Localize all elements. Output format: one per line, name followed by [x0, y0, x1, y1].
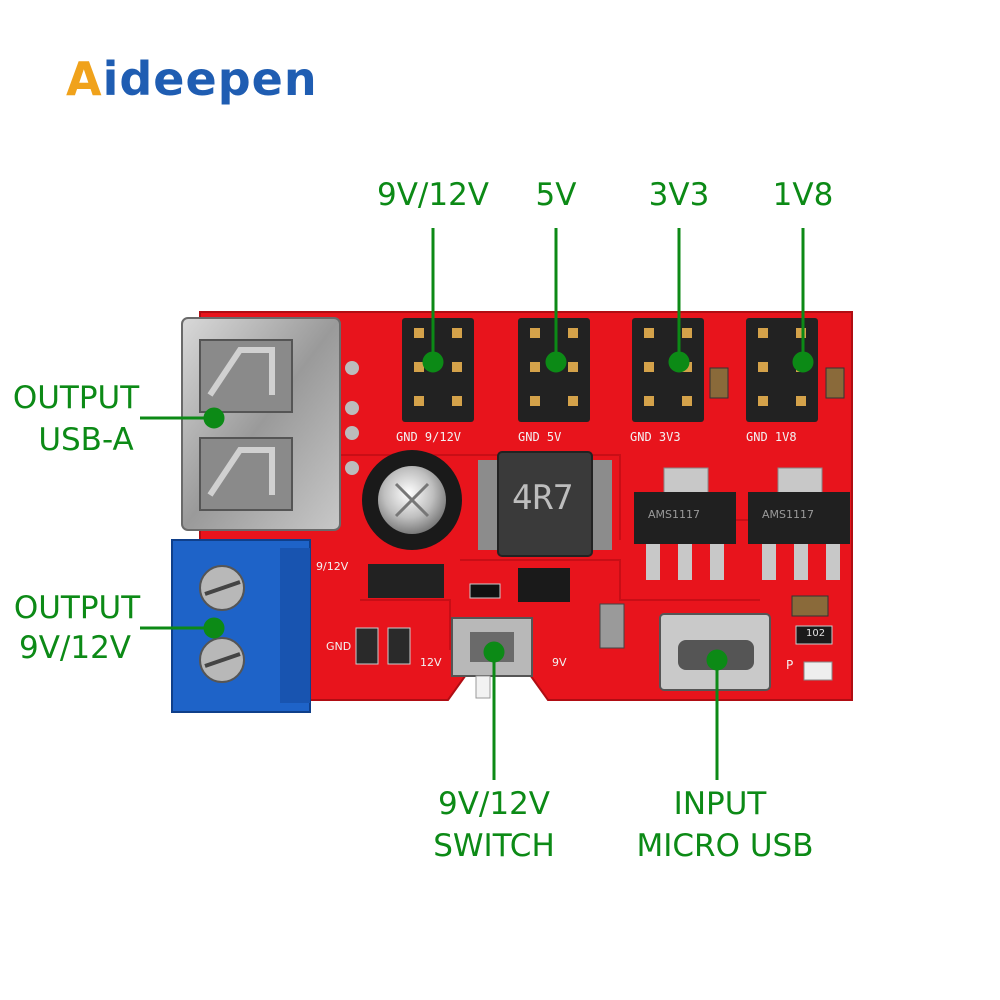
- label-switch-line1: 9V/12V: [437, 786, 551, 822]
- label-input-line1: INPUT: [673, 786, 767, 822]
- res-marking: 102: [806, 628, 826, 639]
- silk-sw-12v: 12V: [420, 656, 442, 669]
- silk-p3: GND 3V3: [630, 430, 681, 444]
- silk-p1: GND 9/12V: [396, 430, 462, 444]
- reg1-marking: AMS1117: [648, 508, 700, 521]
- silk-p2: GND 5V: [518, 430, 562, 444]
- label-switch-line2: SWITCH: [433, 828, 555, 864]
- label-input-line2: MICRO USB: [636, 828, 814, 864]
- label-terminal-line2: 9V/12V: [18, 630, 132, 666]
- terminal-block: [171, 539, 311, 713]
- silk-term-v: 9/12V: [316, 560, 349, 573]
- callout-lines: [140, 228, 814, 780]
- label-out-1v8: 1V8: [772, 177, 834, 213]
- label-terminal-line1: OUTPUT: [13, 590, 141, 626]
- usb-a-connector: [181, 317, 359, 531]
- inductor-marking: 4R7: [512, 478, 574, 518]
- label-usb-a-line1: OUTPUT: [12, 380, 140, 416]
- brand-logo: Aideepen: [66, 52, 318, 106]
- silk-sw-9v: 9V: [552, 656, 567, 669]
- silk-p4: GND 1V8: [746, 430, 797, 444]
- reg2-marking: AMS1117: [762, 508, 814, 521]
- label-usb-a-line2: USB-A: [38, 422, 134, 458]
- capacitor: [362, 450, 462, 550]
- silk-term-gnd: GND: [326, 640, 352, 653]
- inductor: [478, 451, 612, 557]
- diode: [368, 564, 444, 598]
- label-out-3v3: 3V3: [648, 177, 710, 213]
- label-out-5v: 5V: [535, 177, 577, 213]
- regulators: [634, 467, 850, 580]
- controller-ic: [518, 568, 570, 602]
- label-out-9-12v: 9V/12V: [376, 177, 490, 213]
- silk-p: P: [786, 658, 794, 672]
